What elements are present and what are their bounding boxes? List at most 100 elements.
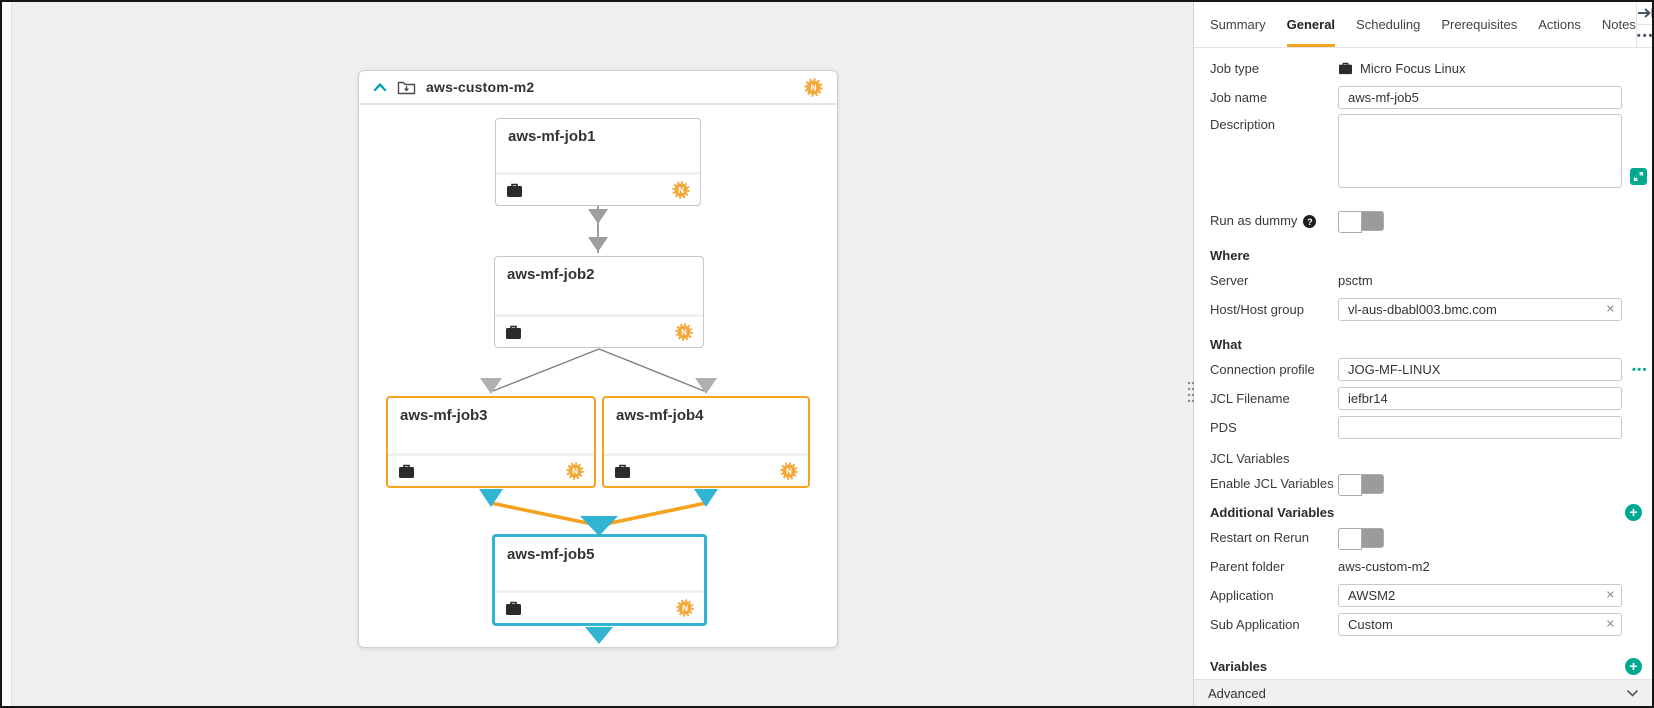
edge-job1-job2[interactable] bbox=[588, 204, 608, 253]
edge-job2-job4[interactable] bbox=[598, 348, 717, 394]
description-label: Description bbox=[1210, 117, 1276, 132]
jcl-filename-input[interactable] bbox=[1338, 387, 1622, 410]
folder-header: aws-custom-m2 N bbox=[359, 71, 837, 105]
where-title: Where bbox=[1210, 247, 1250, 263]
server-row: Server psctm bbox=[1194, 268, 1652, 293]
connection-profile-input[interactable] bbox=[1338, 358, 1622, 381]
job-name-input[interactable] bbox=[1338, 86, 1622, 109]
advanced-section-toggle[interactable]: Advanced bbox=[1194, 679, 1652, 706]
host-input[interactable] bbox=[1338, 298, 1622, 321]
folder-container-aws-custom-m2[interactable]: aws-custom-m2 N bbox=[358, 70, 838, 648]
add-additional-variable-button[interactable]: + bbox=[1625, 503, 1642, 521]
briefcase-icon bbox=[506, 601, 521, 615]
parent-folder-value: aws-custom-m2 bbox=[1338, 559, 1430, 574]
collapse-chevron-icon[interactable] bbox=[373, 82, 387, 92]
job-type-value: Micro Focus Linux bbox=[1360, 61, 1466, 76]
clear-sub-application-icon[interactable]: ✕ bbox=[1605, 618, 1615, 630]
expand-description-button[interactable] bbox=[1630, 168, 1647, 185]
tab-actions[interactable]: Actions bbox=[1538, 16, 1581, 32]
where-section-header: Where bbox=[1194, 242, 1652, 268]
host-label: Host/Host group bbox=[1210, 302, 1304, 317]
application-input[interactable] bbox=[1338, 584, 1622, 607]
restart-on-rerun-label: Restart on Rerun bbox=[1210, 530, 1309, 545]
new-status-badge-icon: N bbox=[804, 77, 823, 97]
run-as-dummy-toggle[interactable] bbox=[1338, 210, 1384, 233]
enable-jcl-variables-toggle[interactable] bbox=[1338, 473, 1384, 496]
folder-body: aws-mf-job1 N aws-mf-job2 N aws-mf-job3 bbox=[359, 105, 837, 645]
jcl-variables-label: JCL Variables bbox=[1210, 451, 1290, 466]
sub-application-label: Sub Application bbox=[1210, 617, 1300, 632]
more-options-button[interactable]: ••• bbox=[1637, 25, 1652, 47]
folder-title: aws-custom-m2 bbox=[426, 79, 535, 95]
sub-application-row: Sub Application ✕ bbox=[1194, 612, 1652, 637]
server-label: Server bbox=[1210, 273, 1249, 288]
restart-on-rerun-row: Restart on Rerun bbox=[1194, 525, 1652, 550]
general-form: Job type Micro Focus Linux Job name Desc… bbox=[1194, 48, 1652, 706]
edge-job3-job5[interactable] bbox=[479, 489, 598, 527]
drag-handle-icon[interactable] bbox=[1187, 380, 1194, 402]
additional-variables-title: Additional Variables bbox=[1210, 504, 1335, 520]
tab-scheduling[interactable]: Scheduling bbox=[1356, 16, 1421, 32]
expand-panel-button[interactable] bbox=[1636, 2, 1652, 25]
clear-host-icon[interactable]: ✕ bbox=[1605, 303, 1615, 315]
new-status-badge-icon: N bbox=[566, 462, 584, 480]
job-node-footer: N bbox=[495, 314, 703, 347]
clear-application-icon[interactable]: ✕ bbox=[1605, 589, 1615, 601]
add-variable-button[interactable]: + bbox=[1625, 657, 1642, 675]
chevron-down-icon bbox=[1627, 689, 1638, 697]
arrow-right-icon bbox=[1638, 8, 1652, 18]
pds-row: PDS bbox=[1194, 415, 1652, 440]
advanced-title: Advanced bbox=[1208, 685, 1266, 701]
job-node-aws-mf-job1[interactable]: aws-mf-job1 N bbox=[495, 118, 701, 206]
connection-profile-row: Connection profile ••• bbox=[1194, 357, 1652, 382]
job-node-aws-mf-job4[interactable]: aws-mf-job4 N bbox=[602, 396, 810, 488]
help-icon[interactable]: ? bbox=[1303, 215, 1317, 229]
additional-variables-section-header: Additional Variables + bbox=[1194, 499, 1652, 525]
what-section-header: What bbox=[1194, 331, 1652, 357]
dependency-edges bbox=[479, 204, 718, 644]
sub-application-input[interactable] bbox=[1338, 613, 1622, 636]
jcl-filename-label: JCL Filename bbox=[1210, 391, 1290, 406]
tab-general[interactable]: General bbox=[1286, 2, 1336, 47]
pds-input[interactable] bbox=[1338, 416, 1622, 439]
enable-jcl-variables-row: Enable JCL Variables bbox=[1194, 471, 1652, 496]
job-node-title: aws-mf-job3 bbox=[400, 407, 488, 424]
briefcase-icon bbox=[399, 464, 414, 478]
description-textarea[interactable] bbox=[1338, 114, 1622, 188]
edge-job2-job3[interactable] bbox=[480, 348, 600, 394]
jcl-variables-row: JCL Variables bbox=[1194, 446, 1652, 471]
variables-section-header: Variables + bbox=[1194, 653, 1652, 679]
enable-jcl-variables-label: Enable JCL Variables bbox=[1210, 476, 1334, 491]
job-type-row: Job type Micro Focus Linux bbox=[1194, 56, 1652, 81]
new-status-badge-icon: N bbox=[675, 323, 693, 341]
svg-text:N: N bbox=[678, 186, 684, 195]
svg-text:N: N bbox=[681, 328, 687, 337]
new-status-badge-icon: N bbox=[780, 462, 798, 480]
panel-splitter[interactable] bbox=[1186, 2, 1194, 706]
briefcase-icon bbox=[1339, 62, 1352, 75]
job-name-row: Job name bbox=[1194, 85, 1652, 110]
job-node-title: aws-mf-job1 bbox=[508, 128, 596, 145]
restart-on-rerun-toggle[interactable] bbox=[1338, 527, 1384, 550]
jcl-filename-row: JCL Filename bbox=[1194, 386, 1652, 411]
new-status-badge-icon: N bbox=[676, 599, 694, 617]
tab-notes[interactable]: Notes bbox=[1601, 16, 1636, 32]
connection-profile-label: Connection profile bbox=[1210, 362, 1315, 377]
job-node-aws-mf-job5[interactable]: aws-mf-job5 N bbox=[492, 534, 707, 626]
description-row: Description bbox=[1194, 114, 1652, 198]
tab-prerequisites[interactable]: Prerequisites bbox=[1441, 16, 1518, 32]
pds-label: PDS bbox=[1210, 420, 1237, 435]
job-node-title: aws-mf-job5 bbox=[507, 546, 595, 563]
browse-connection-profiles-icon[interactable]: ••• bbox=[1631, 363, 1648, 376]
job-node-footer: N bbox=[604, 453, 808, 486]
run-as-dummy-row: Run as dummy? bbox=[1194, 208, 1652, 233]
job-node-aws-mf-job2[interactable]: aws-mf-job2 N bbox=[494, 256, 704, 348]
edge-job4-job5[interactable] bbox=[600, 489, 718, 527]
left-gutter bbox=[2, 2, 12, 706]
workflow-canvas[interactable]: aws-custom-m2 N bbox=[12, 2, 1186, 706]
job-node-aws-mf-job3[interactable]: aws-mf-job3 N bbox=[386, 396, 596, 488]
job-node-title: aws-mf-job2 bbox=[507, 266, 595, 283]
job-node-footer: N bbox=[495, 590, 704, 623]
tab-summary[interactable]: Summary bbox=[1210, 16, 1266, 32]
